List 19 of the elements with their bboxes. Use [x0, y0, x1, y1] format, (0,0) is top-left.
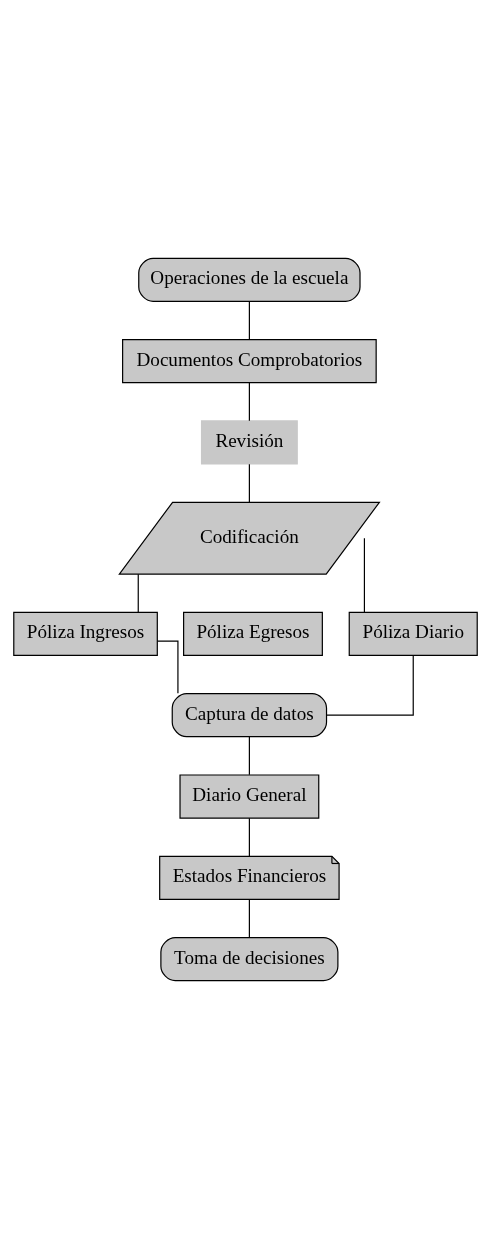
node-box: Documentos Comprobatorios	[121, 338, 377, 383]
node-box: Captura de datos	[171, 692, 327, 737]
connector	[248, 300, 250, 340]
connector	[248, 817, 250, 857]
connector	[248, 898, 250, 938]
connector	[156, 639, 179, 694]
connector	[248, 381, 250, 421]
node-box: Diario General	[178, 773, 319, 819]
connector	[325, 654, 414, 716]
connector	[248, 735, 250, 775]
node-box: Toma de decisiones	[159, 936, 338, 981]
node-box: Póliza Ingresos	[12, 611, 158, 656]
connector	[363, 537, 365, 613]
connector	[137, 573, 139, 613]
node-box: Operaciones de la escuela	[137, 257, 361, 302]
node-box: Póliza Diario	[348, 611, 478, 656]
node-box: Póliza Egresos	[182, 611, 323, 656]
connector	[248, 463, 250, 503]
node-box: Revisión	[200, 419, 298, 465]
